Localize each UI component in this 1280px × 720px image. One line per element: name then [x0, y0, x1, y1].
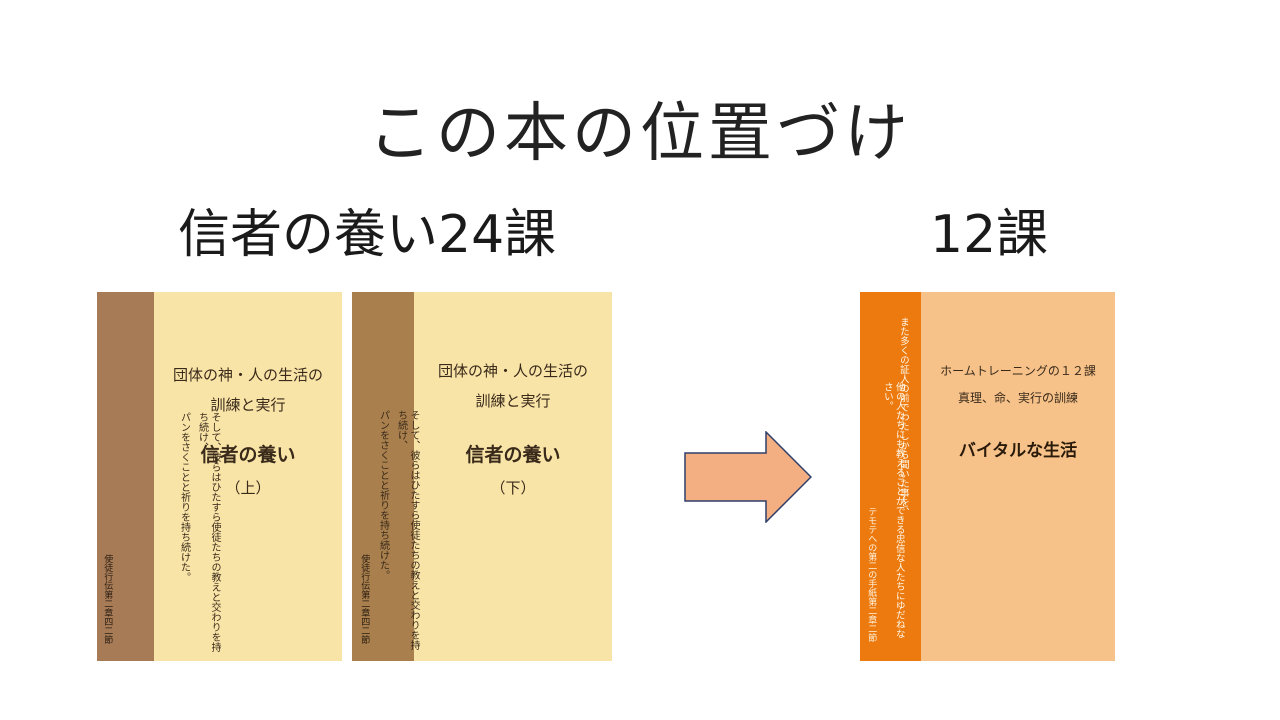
spine-quote-line1: そして、彼らはひたすら使徒たちの教えと交わりを持ち続け、	[196, 412, 221, 652]
book-face: 団体の神・人の生活の 訓練と実行 信者の養い （下）	[414, 292, 612, 661]
cover-volume: （上）	[225, 479, 271, 497]
spine-quote-line2: パンをさくことと祈りを持ち続けた。	[178, 412, 190, 582]
cover-volume: （下）	[490, 479, 536, 497]
book-cover-vital-life: ホームトレーニングの１２課 真理、命、実行の訓練 バイタルな生活 また多くの証人…	[860, 292, 1115, 661]
spine-quote-line1: また多くの証人の前でわたしから聞いた事を、	[897, 317, 909, 517]
book-cover-vol2: 団体の神・人の生活の 訓練と実行 信者の養い （下） そして、彼らはひたすら使徒…	[352, 292, 612, 661]
spine-quote-line2: 他の人たちにも教えることができる忠信な人たちにゆだねなさい。	[881, 382, 905, 639]
book-spine	[860, 292, 921, 661]
book-cover-vol1: 団体の神・人の生活の 訓練と実行 信者の養い （上） そして、彼らはひたすら使徒…	[97, 292, 342, 661]
cover-subtitle-line1: ホームトレーニングの１２課	[940, 364, 1096, 378]
cover-subtitle-line2: 訓練と実行	[210, 396, 286, 414]
spine-reference: 使徒行伝第二章四二節	[102, 554, 113, 644]
cover-title: バイタルな生活	[958, 441, 1078, 461]
cover-subtitle-line1: 団体の神・人の生活の	[437, 362, 588, 380]
book-spine	[97, 292, 154, 661]
book-spine	[352, 292, 414, 661]
cover-subtitle-line2: 訓練と実行	[475, 392, 551, 410]
right-label: 12課	[930, 205, 1049, 265]
spine-reference: 使徒行伝第二章四二節	[359, 554, 370, 644]
cover-subtitle-line1: 団体の神・人の生活の	[172, 366, 323, 384]
slide-title: この本の位置づけ	[368, 97, 912, 171]
left-label: 信者の養い24課	[178, 205, 557, 265]
spine-reference: テモテへの第二の手紙第二章二節	[866, 507, 877, 642]
cover-title: 信者の養い	[465, 444, 561, 466]
cover-title: 信者の養い	[200, 444, 296, 466]
right-arrow-icon	[684, 431, 812, 523]
spine-quote-line1: そして、彼らはひたすら使徒たちの教えと交わりを持ち続け、	[395, 410, 420, 650]
spine-quote-line2: パンをさくことと祈りを持ち続けた。	[377, 410, 389, 580]
cover-subtitle-line2: 真理、命、実行の訓練	[957, 391, 1078, 405]
book-face: 団体の神・人の生活の 訓練と実行 信者の養い （上）	[154, 292, 342, 661]
book-face: ホームトレーニングの１２課 真理、命、実行の訓練 バイタルな生活	[921, 292, 1115, 661]
